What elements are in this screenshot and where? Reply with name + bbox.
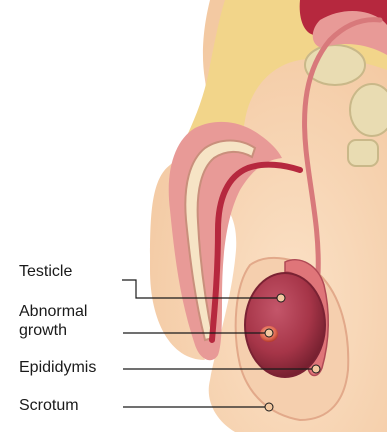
testicle [245, 273, 325, 377]
label-abnormal-growth: Abnormal growth [19, 302, 87, 340]
pelvic-bone-3 [348, 140, 378, 166]
leader-dot-epididymis [312, 365, 320, 373]
pelvic-bone-2 [350, 84, 387, 136]
label-testicle: Testicle [19, 262, 72, 281]
leader-dot-testicle [277, 294, 285, 302]
leader-dot-scrotum [265, 403, 273, 411]
label-scrotum: Scrotum [19, 396, 79, 415]
label-epididymis: Epididymis [19, 358, 96, 377]
leader-dot-growth [265, 329, 273, 337]
